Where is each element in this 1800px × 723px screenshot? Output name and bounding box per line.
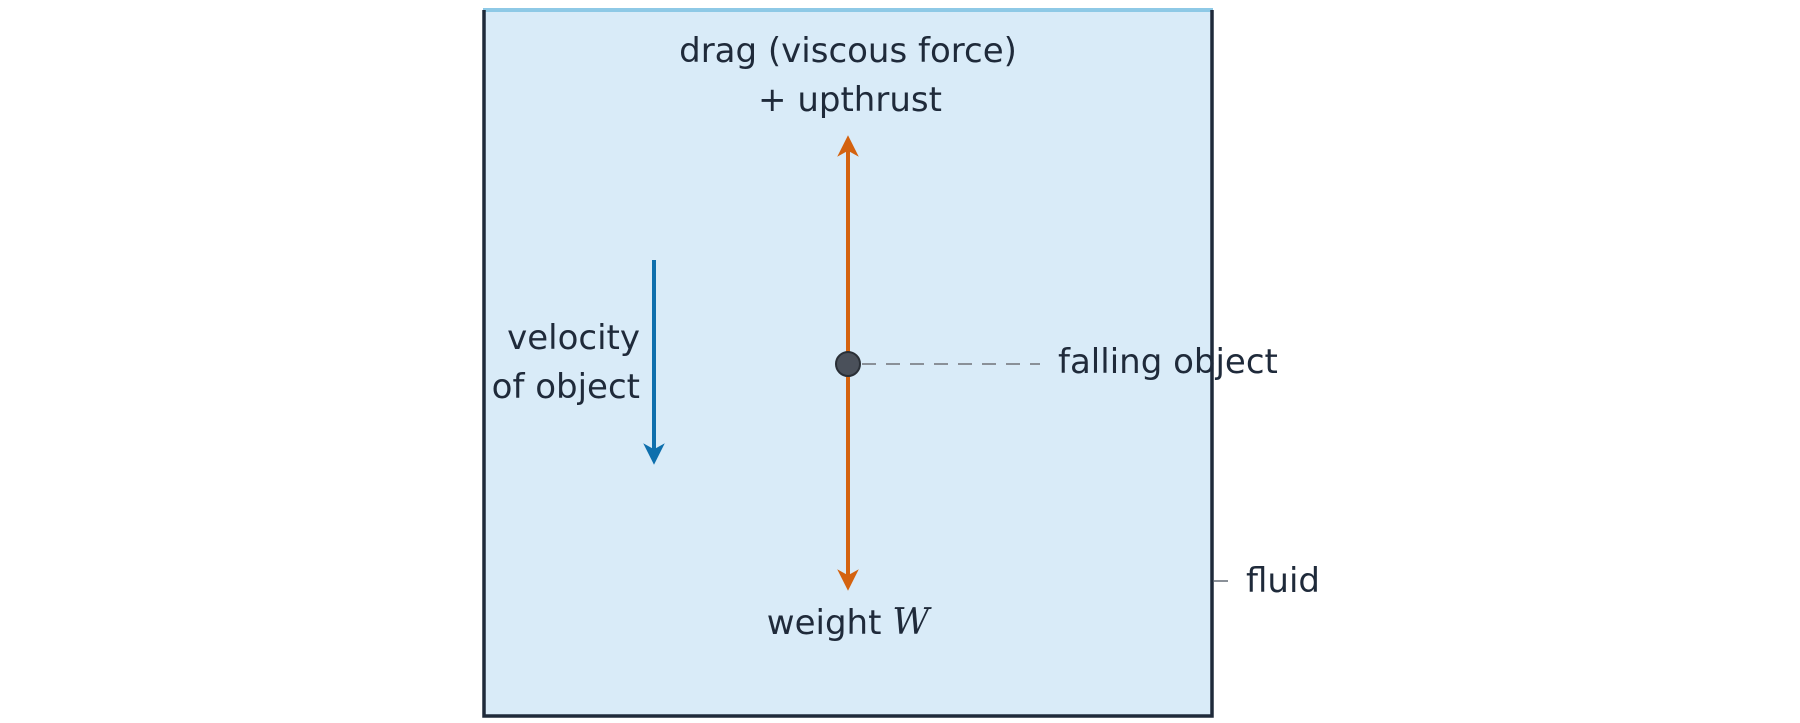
drag-label-line2: + upthrust — [758, 80, 942, 120]
velocity-label-line1: velocity — [507, 318, 640, 358]
velocity-label-line2: of object — [492, 367, 640, 407]
falling-object-label: falling object — [1058, 342, 1278, 382]
weight-symbol: W — [892, 602, 932, 643]
weight-label-text: weight — [767, 603, 892, 643]
drag-label-line1: drag (viscous force) — [679, 31, 1017, 71]
fluid-label: fluid — [1246, 561, 1320, 601]
weight-label: weight W — [767, 602, 932, 643]
falling-object — [835, 351, 861, 377]
container-walls — [482, 10, 1214, 718]
